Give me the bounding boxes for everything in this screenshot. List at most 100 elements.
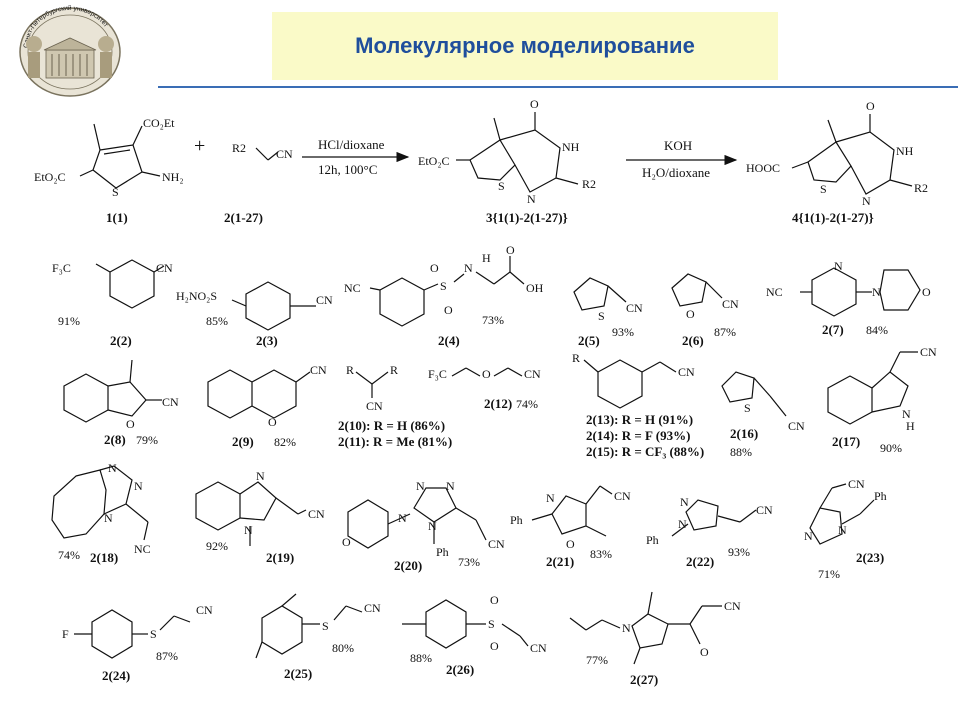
- yield: 93%: [728, 545, 750, 559]
- compound-label: 2(9): [232, 434, 254, 449]
- compound-label: 2(10): R = H (86%): [338, 418, 445, 433]
- atom-cn: CN: [530, 641, 547, 655]
- compound-2-7: NC N N O 84% 2(7): [766, 259, 931, 337]
- atom-cn: CN: [626, 301, 643, 315]
- compound-label: 2(22): [686, 554, 714, 569]
- yield: 80%: [332, 641, 354, 655]
- compound-label: 2(8): [104, 432, 126, 447]
- yield: 82%: [274, 435, 296, 449]
- atom-eto2c: EtO₂C: [34, 170, 66, 184]
- atom-s: S: [112, 185, 119, 199]
- atom-s: S: [440, 279, 447, 293]
- atom-nc: NC: [766, 285, 783, 299]
- atom-ph: Ph: [436, 545, 449, 559]
- atom-n: N: [838, 523, 847, 537]
- yield: 87%: [714, 325, 736, 339]
- title-banner: Молекулярное моделирование: [272, 12, 778, 80]
- atom-s: S: [598, 309, 605, 323]
- yield: 92%: [206, 539, 228, 553]
- compound-label: 2(26): [446, 662, 474, 677]
- compound-label: 2(17): [832, 434, 860, 449]
- university-logo: Санкт-Петербургский университет: [19, 4, 121, 97]
- atom-o: O: [482, 367, 491, 381]
- atom-h: H: [482, 251, 491, 265]
- atom-nc: NC: [134, 542, 151, 556]
- compound-label: 2(14): R = F (93%): [586, 428, 690, 443]
- atom-co2et: CO₂Et: [143, 116, 175, 130]
- compound-label: 2(20): [394, 558, 422, 573]
- atom-r2: R2: [232, 141, 246, 155]
- atom-n: N: [834, 259, 843, 273]
- atom-cn: CN: [364, 601, 381, 615]
- compound-2-4: NC S O O N H O OH 73% 2(4): [344, 243, 544, 348]
- compound-label: 2(7): [822, 322, 844, 337]
- atom-n: N: [428, 519, 437, 533]
- atom-n: N: [104, 511, 113, 525]
- atom-cn: CN: [920, 345, 937, 359]
- atom-o: O: [866, 99, 875, 113]
- yield: 85%: [206, 314, 228, 328]
- step2-reagent: KOH: [664, 138, 692, 153]
- atom-eto2c: EtO₂C: [418, 154, 450, 168]
- atom-s: S: [820, 182, 827, 196]
- yield: 91%: [58, 314, 80, 328]
- atom-cn: CN: [678, 365, 695, 379]
- atom-cn: CN: [524, 367, 541, 381]
- compound-label: 2(3): [256, 333, 278, 348]
- atom-o: O: [566, 537, 575, 551]
- plus-sign: +: [194, 135, 205, 157]
- step1-reagent: HCl/dioxane: [318, 137, 385, 152]
- atom-n: N: [862, 194, 871, 208]
- compound-label: 2(19): [266, 550, 294, 565]
- step2-conditions: H₂O/dioxane: [642, 165, 710, 180]
- atom-nh: NH: [562, 140, 580, 154]
- atom-o: O: [700, 645, 709, 659]
- reactant-1-structure: CO₂Et NH₂ S EtO₂C: [34, 116, 184, 199]
- atom-n: N: [804, 529, 813, 543]
- atom-n: N: [680, 495, 689, 509]
- product-3-label: 3{1(1)-2(1-27)}: [486, 210, 568, 225]
- atom-n: N: [527, 192, 536, 206]
- step1-conditions: 12h, 100°C: [318, 162, 377, 177]
- compound-label: 2(16): [730, 426, 758, 441]
- atom-cn: CN: [196, 603, 213, 617]
- atom-o: O: [430, 261, 439, 275]
- atom-o: O: [686, 307, 695, 321]
- atom-r: R: [572, 351, 580, 365]
- compound-label: 2(13): R = H (91%): [586, 412, 693, 427]
- atom-n: N: [622, 621, 631, 635]
- atom-n: N: [464, 261, 473, 275]
- atom-ph: Ph: [510, 513, 523, 527]
- compound-2-17: CN N H 2(17) 90%: [827, 345, 937, 455]
- atom-n: N: [244, 523, 253, 537]
- compound-2-27: N O CN 77% 2(27): [569, 591, 741, 687]
- compound-2-6: O CN 87% 2(6): [671, 273, 739, 348]
- atom-n: N: [416, 479, 425, 493]
- atom-o: O: [922, 285, 931, 299]
- compound-label: 2(6): [682, 333, 704, 348]
- compound-2-21: N O Ph CN 83% 2(21): [510, 485, 631, 569]
- compound-label: 2(5): [578, 333, 600, 348]
- compound-2-25: S CN 80% 2(25): [255, 593, 381, 681]
- atom-cn: CN: [722, 297, 739, 311]
- compound-2-24: F S CN 87% 2(24): [62, 603, 213, 683]
- compound-2-3: H₂NO₂S CN 85% 2(3): [176, 281, 333, 348]
- product-4-structure: O NH N S R2 HOOC: [746, 99, 928, 208]
- title-divider: [158, 86, 958, 88]
- compound-label: 2(21): [546, 554, 574, 569]
- compound-label: 2(15): R = CF₃ (88%): [586, 444, 704, 459]
- atom-n: N: [108, 461, 117, 475]
- atom-h: H: [906, 419, 915, 433]
- compound-2-26: S O O CN 88% 2(26): [402, 593, 547, 677]
- compound-2-12: F₃C O CN 2(12) 74%: [428, 367, 541, 411]
- yield: 90%: [880, 441, 902, 455]
- compound-label: 2(23): [856, 550, 884, 565]
- atom-s: S: [488, 617, 495, 631]
- atom-o: O: [444, 303, 453, 317]
- compound-2-18: N N N NC 74% 2(18): [51, 461, 151, 565]
- atom-r: R: [390, 363, 398, 377]
- atom-ph: Ph: [646, 533, 659, 547]
- atom-r2: R2: [582, 177, 596, 191]
- compound-label: 2(25): [284, 666, 312, 681]
